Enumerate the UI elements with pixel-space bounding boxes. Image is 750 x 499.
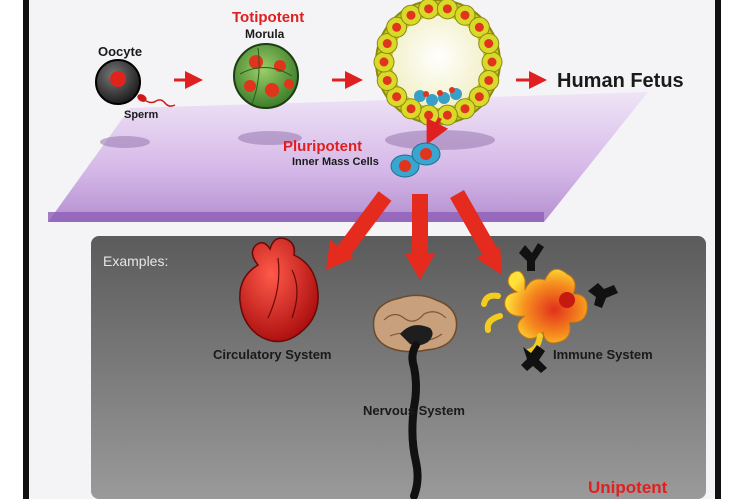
totipotent-label: Totipotent: [232, 9, 305, 26]
blastocyst-cell-nucleus: [406, 10, 416, 20]
nervous-system-label: Nervous System: [363, 403, 465, 418]
brain-icon: [372, 294, 458, 353]
antibody-icon: [588, 283, 618, 308]
spinal-cord: [408, 341, 422, 499]
blastocyst-cell-nucleus: [474, 92, 484, 102]
blastocyst-cell-nucleus: [487, 57, 497, 67]
blastocyst-cell-nucleus: [424, 4, 434, 14]
blastocyst-cell-nucleus: [442, 4, 452, 14]
human-fetus-label: Human Fetus: [557, 70, 684, 92]
arrow-to-circulatory: [333, 191, 392, 261]
blastocyst-outer-cells: [373, 0, 503, 126]
blastocyst-cell-nucleus: [406, 104, 416, 114]
pluripotent-label: Pluripotent: [283, 138, 363, 155]
blastocyst-cell-nucleus: [382, 75, 392, 85]
blastocyst-cell-nucleus: [484, 75, 494, 85]
purple-platform: [48, 92, 648, 222]
blastocyst-cell-nucleus: [474, 22, 484, 32]
platform-shadow: [100, 136, 150, 148]
blastocyst-cell-nucleus: [484, 39, 494, 49]
inner-mass-cells-icon: [390, 142, 441, 178]
arrow-to-nervous-head: [405, 254, 435, 280]
circulatory-system-label: Circulatory System: [213, 347, 332, 362]
big-arrows: [326, 190, 502, 280]
oocyte-label: Oocyte: [98, 44, 143, 59]
blastocyst-inner-mass: [414, 87, 462, 106]
arrow-blastocyst-innermass: [426, 117, 449, 145]
immune-system-label: Immune System: [553, 347, 653, 362]
morula-label: Morula: [245, 27, 285, 41]
arrow-to-circulatory-head: [326, 240, 354, 270]
blastocyst-cell-nucleus: [460, 10, 470, 20]
blastocyst-icon: [373, 0, 503, 126]
blastocyst-cell-nucleus: [382, 39, 392, 49]
platform-shadow: [238, 131, 302, 145]
examples-panel: [91, 236, 706, 499]
unipotent-label: Unipotent: [588, 478, 668, 497]
blastocyst-cell-nucleus: [460, 104, 470, 114]
antibody-icon: [519, 243, 544, 271]
sperm-icon: [137, 94, 176, 107]
arrow-to-immune: [450, 190, 497, 256]
morula-icon: [233, 43, 299, 109]
blastocyst-cell-nucleus: [379, 57, 389, 67]
arrow-to-immune-head: [476, 246, 502, 275]
oocyte-icon: [95, 59, 141, 105]
blastocyst-cell-nucleus: [392, 22, 402, 32]
immune-cell-icon: [481, 268, 588, 355]
sperm-label: Sperm: [124, 109, 159, 121]
inner-mass-cells-label: Inner Mass Cells: [292, 156, 379, 168]
antibody-icon: [521, 345, 547, 373]
heart-icon: [239, 237, 319, 343]
blastocyst-cell-nucleus: [424, 110, 434, 120]
examples-label: Examples:: [103, 253, 169, 269]
platform-shadow: [385, 130, 495, 150]
blastocyst-cell-nucleus: [392, 92, 402, 102]
blastocyst-cell-nucleus: [442, 110, 452, 120]
